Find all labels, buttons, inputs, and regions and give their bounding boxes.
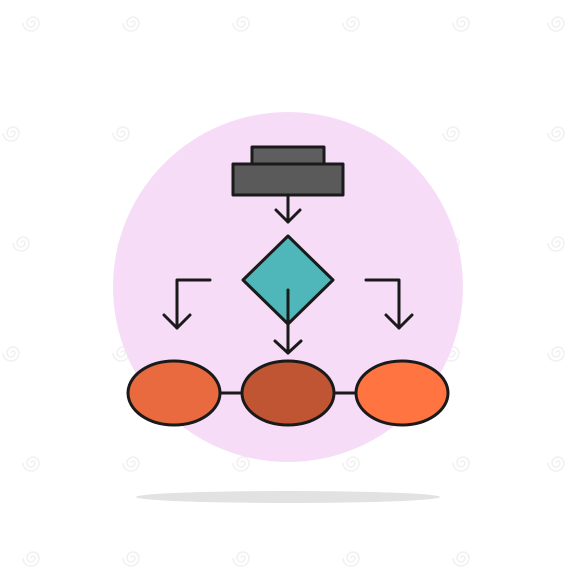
branch-right-arrow-icon xyxy=(364,278,414,330)
swirl-logo-icon xyxy=(110,340,136,366)
process-block-main xyxy=(231,162,345,197)
swirl-logo-icon xyxy=(0,340,26,366)
swirl-logo-icon xyxy=(10,230,36,256)
down-arrow-icon xyxy=(274,194,302,224)
swirl-logo-icon xyxy=(0,120,26,146)
swirl-logo-icon xyxy=(340,545,366,571)
swirl-logo-icon xyxy=(440,120,466,146)
swirl-logo-icon xyxy=(545,230,571,256)
output-ellipse-right xyxy=(354,359,450,427)
swirl-logo-icon xyxy=(340,450,366,476)
branch-left-arrow-icon xyxy=(162,278,212,330)
swirl-logo-icon xyxy=(340,10,366,36)
down-arrow-icon xyxy=(273,288,303,355)
output-ellipse-center xyxy=(240,359,336,427)
swirl-logo-icon xyxy=(230,545,256,571)
process-block-top xyxy=(250,145,326,167)
swirl-logo-icon xyxy=(20,450,46,476)
swirl-logo-icon xyxy=(110,120,136,146)
process-block-icon xyxy=(231,145,345,197)
swirl-logo-icon xyxy=(545,120,571,146)
swirl-logo-icon xyxy=(545,450,571,476)
output-ellipse-left xyxy=(126,359,222,427)
swirl-logo-icon xyxy=(450,450,476,476)
swirl-logo-icon xyxy=(230,10,256,36)
swirl-logo-icon xyxy=(230,450,256,476)
swirl-logo-icon xyxy=(450,10,476,36)
swirl-logo-icon xyxy=(545,10,571,36)
swirl-logo-icon xyxy=(450,545,476,571)
swirl-logo-icon xyxy=(120,545,146,571)
swirl-logo-icon xyxy=(120,450,146,476)
swirl-logo-icon xyxy=(20,545,46,571)
ground-shadow xyxy=(136,491,440,503)
swirl-logo-icon xyxy=(20,10,46,36)
swirl-logo-icon xyxy=(545,340,571,366)
swirl-logo-icon xyxy=(120,10,146,36)
